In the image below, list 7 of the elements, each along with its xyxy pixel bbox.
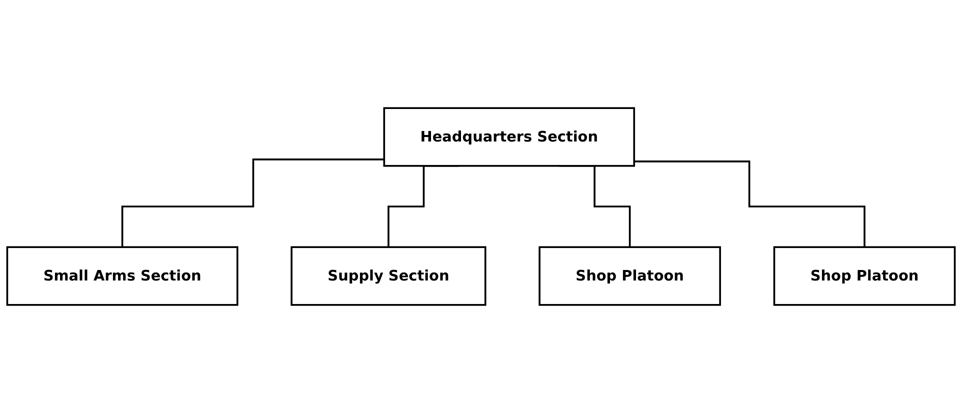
node-box: Small Arms Section: [6, 246, 238, 306]
connector: [121, 158, 384, 248]
connector: [634, 160, 866, 248]
node-box: Shop Platoon: [538, 246, 721, 306]
node-box: Headquarters Section: [383, 107, 636, 167]
node-box: Supply Section: [290, 246, 486, 306]
node-box: Shop Platoon: [773, 246, 956, 306]
